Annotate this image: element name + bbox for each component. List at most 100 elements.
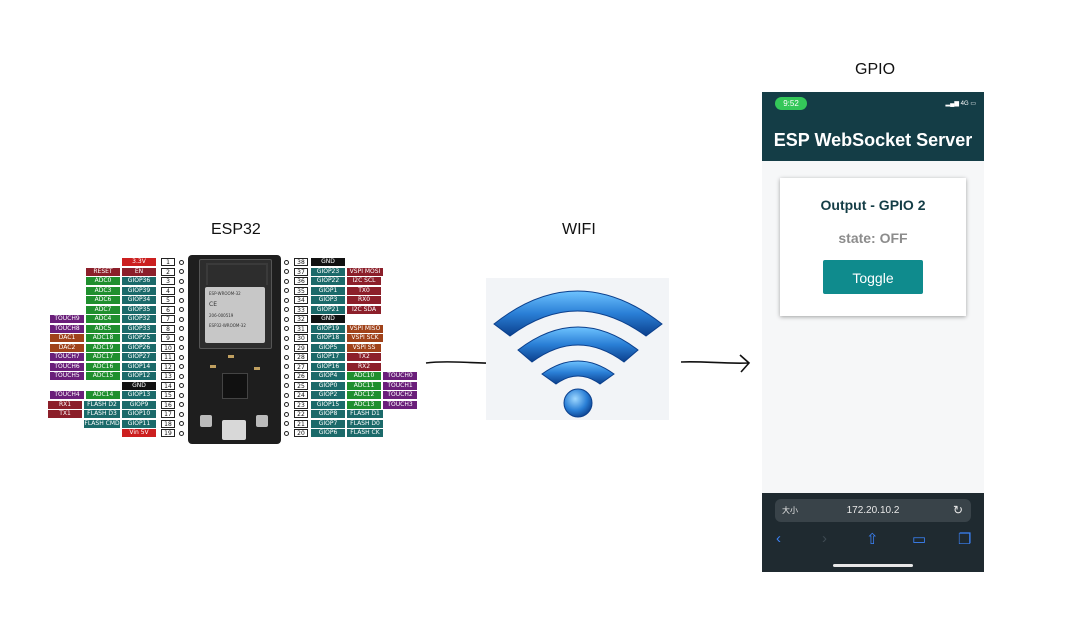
pin-label: GIOP15 <box>311 400 345 409</box>
usb-uart-chip <box>222 373 248 399</box>
pin-label: TOUCH5 <box>50 372 84 380</box>
pin-label: GIOP10 <box>122 410 156 418</box>
pin-number: 37 <box>294 267 308 276</box>
signal-icon: ▂▄▆ <box>945 101 961 107</box>
pin-hole <box>284 402 289 407</box>
pin-number: 13 <box>161 372 175 380</box>
pin-hole <box>284 326 289 331</box>
status-time: 9:52 <box>775 97 807 110</box>
pin-number: 1 <box>161 258 175 266</box>
pin-label: VSPI SCK <box>347 334 383 342</box>
wroom-module: ESP-WROOM-32 CE 206-000519 ESP32-WROOM-3… <box>199 259 272 349</box>
pin-label: FLASH CMD <box>84 419 120 428</box>
micro-usb-port <box>222 420 246 440</box>
state-text: state: OFF <box>838 230 908 246</box>
pin-hole <box>284 354 289 360</box>
pin-hole <box>179 392 184 398</box>
pin-number: 12 <box>161 362 175 371</box>
pin-label: ADC13 <box>347 400 381 409</box>
module-cert: 206-000519 <box>209 313 234 318</box>
pin-label: GND <box>311 258 345 266</box>
phone-content: Output - GPIO 2 state: OFF Toggle <box>762 161 984 493</box>
pin-label: ADC7 <box>86 305 120 314</box>
pin-label: GIOP34 <box>122 296 156 304</box>
pin-label: ADC5 <box>86 324 120 333</box>
pin-label: GIOP11 <box>122 419 156 428</box>
pin-label: TOUCH1 <box>383 381 417 390</box>
pin-label: FLASH CK <box>347 429 383 437</box>
pin-number: 24 <box>294 391 308 399</box>
pin-hole <box>284 316 289 322</box>
pin-number: 22 <box>294 410 308 418</box>
pin-label: VSPI SS <box>347 343 381 352</box>
pin-label: GIOP6 <box>311 429 345 437</box>
pin-label: GIOP36 <box>122 277 156 285</box>
text-size-button[interactable]: 大小 <box>782 506 798 515</box>
pin-label: ADC10 <box>347 372 381 380</box>
pin-label: FLASH D3 <box>84 410 120 418</box>
pin-hole <box>284 373 289 379</box>
pin-number: 9 <box>161 334 175 342</box>
pin-hole <box>284 392 289 398</box>
pin-label: DAC1 <box>50 334 84 342</box>
pin-number: 28 <box>294 353 308 361</box>
pin-label: ADC12 <box>347 391 381 399</box>
pin-number: 23 <box>294 400 308 409</box>
pin-hole <box>179 278 184 284</box>
pin-hole <box>284 269 289 274</box>
pin-label: GIOP5 <box>311 343 345 352</box>
pin-label: VSPI MOSI <box>347 267 383 276</box>
pin-label: GIOP23 <box>311 267 345 276</box>
pin-number: 29 <box>294 343 308 352</box>
pin-label: GIOP1 <box>311 286 345 295</box>
pin-label: RX1 <box>48 400 82 409</box>
tabs-icon[interactable]: ❐ <box>958 531 972 548</box>
pin-hole <box>179 402 184 407</box>
pin-label: GIOP18 <box>311 334 345 342</box>
pin-label: TX0 <box>347 286 381 295</box>
url-bar[interactable]: 大小 172.20.10.2 ↻ <box>775 499 971 522</box>
en-button <box>200 415 212 427</box>
pin-number: 8 <box>161 324 175 333</box>
pin-hole <box>284 345 289 350</box>
pin-number: 20 <box>294 429 308 437</box>
antenna-trace <box>206 263 268 285</box>
pin-hole <box>284 411 289 417</box>
reload-icon[interactable]: ↻ <box>952 503 963 517</box>
pin-label: GND <box>122 381 156 390</box>
pin-number: 4 <box>161 286 175 295</box>
forward-icon: › <box>822 530 827 547</box>
pin-hole <box>179 326 184 331</box>
pin-number: 11 <box>161 353 175 361</box>
url-text: 172.20.10.2 <box>846 505 900 516</box>
pin-label: TX1 <box>48 410 82 418</box>
bookmarks-icon[interactable]: ▭ <box>912 531 927 548</box>
pin-label: ADC19 <box>86 343 120 352</box>
status-bar-right: ▂▄▆ 4G ▭ <box>945 100 976 107</box>
pin-label: ADC18 <box>86 334 120 342</box>
pin-hole <box>284 297 289 303</box>
pin-label: Vin 5V <box>122 429 156 437</box>
pin-label: DAC2 <box>50 343 84 352</box>
pin-number: 17 <box>161 410 175 418</box>
pin-hole <box>179 316 184 322</box>
back-icon[interactable]: ‹ <box>776 530 781 547</box>
pin-number: 21 <box>294 419 308 428</box>
pin-label: GIOP0 <box>311 381 345 390</box>
pin-hole <box>179 259 184 265</box>
pin-hole <box>284 364 289 369</box>
pin-hole <box>284 335 289 341</box>
pin-number: 34 <box>294 296 308 304</box>
pin-label: TOUCH7 <box>50 353 84 361</box>
pin-label: VSPI MISO <box>347 324 383 333</box>
pin-label: GIOP27 <box>122 353 156 361</box>
pin-label: RX0 <box>347 296 381 304</box>
share-icon[interactable]: ⇧ <box>866 531 879 548</box>
pin-hole <box>284 278 289 284</box>
toggle-button[interactable]: Toggle <box>823 260 923 294</box>
pin-label: GIOP25 <box>122 334 156 342</box>
pin-label: RX2 <box>347 362 381 371</box>
pin-number: 27 <box>294 362 308 371</box>
pin-number: 14 <box>161 381 175 390</box>
esp32-board: ESP-WROOM-32 CE 206-000519 ESP32-WROOM-3… <box>188 255 281 444</box>
